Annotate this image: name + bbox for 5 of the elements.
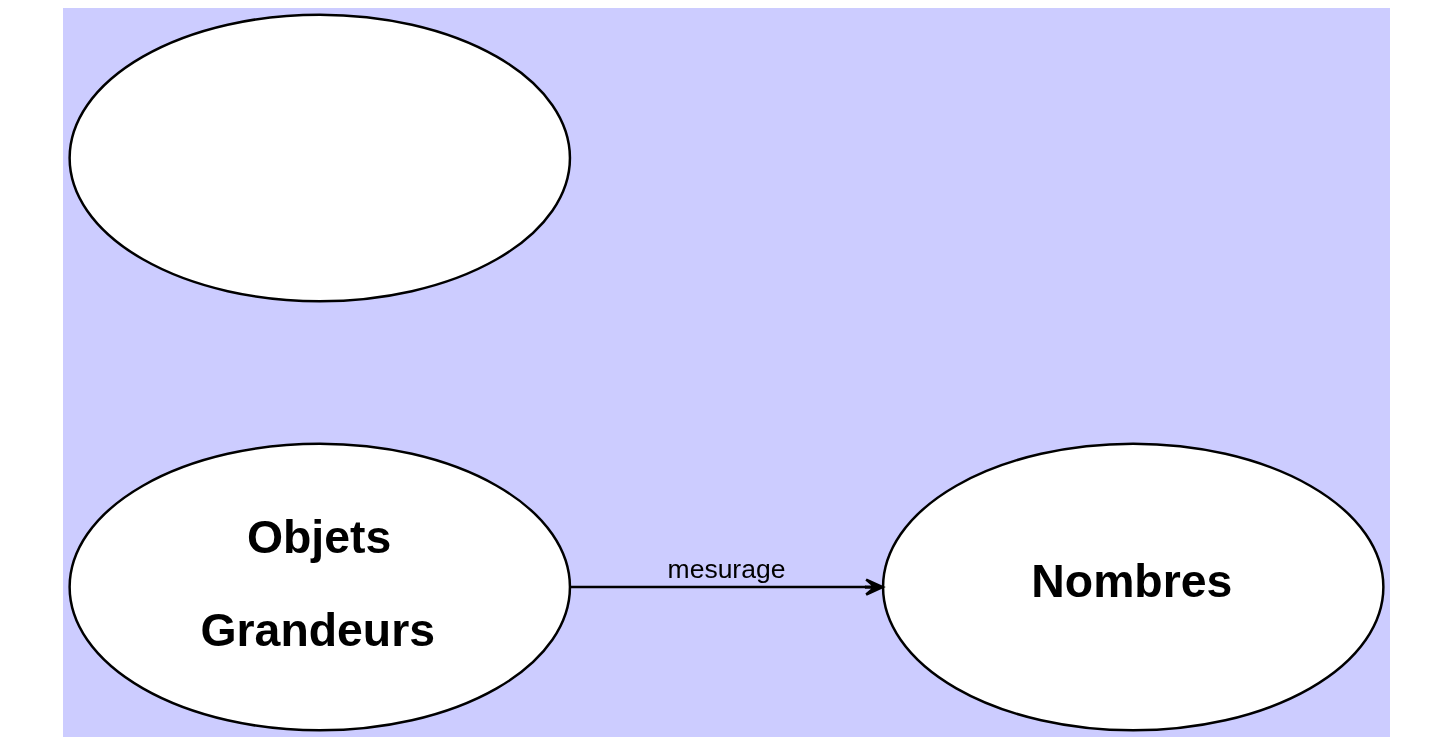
node-ellipse: Objets Grandeurs	[68, 442, 572, 732]
node-ellipse: Nombres	[881, 442, 1385, 732]
edge-label: mesurage	[667, 554, 786, 585]
node-ellipse	[68, 13, 572, 303]
arrow	[570, 578, 884, 596]
